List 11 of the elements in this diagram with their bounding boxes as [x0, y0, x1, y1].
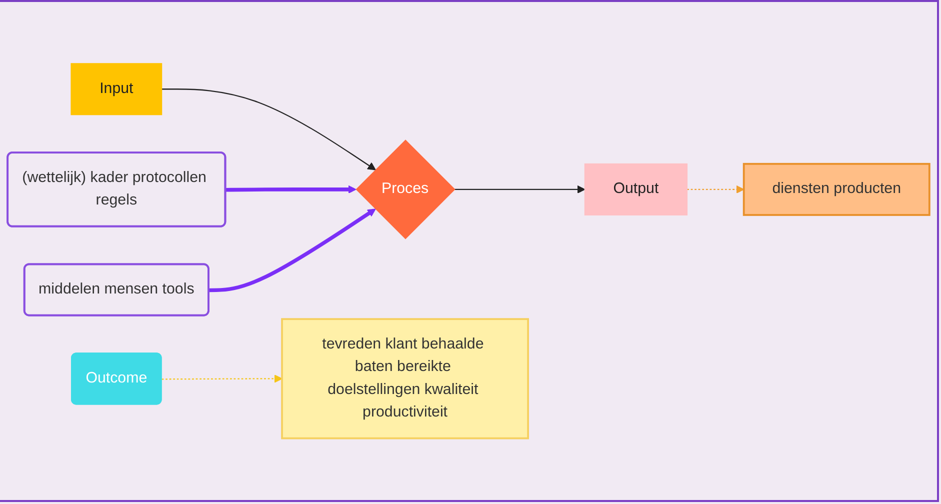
- arrow: [162, 88, 376, 170]
- arrow: [687, 185, 744, 194]
- arrow: [208, 208, 376, 292]
- arrow: [454, 185, 586, 194]
- node-box: diensten producten: [742, 163, 930, 216]
- node-diamond: Proces: [356, 140, 456, 240]
- arrow: [162, 374, 282, 383]
- arrow: [226, 185, 356, 194]
- node-box: Input: [70, 63, 162, 116]
- node-box: tevreden klant behaalde baten bereikte doelstellingen kwaliteit productiviteit: [281, 318, 529, 440]
- node-box: Output: [584, 163, 688, 216]
